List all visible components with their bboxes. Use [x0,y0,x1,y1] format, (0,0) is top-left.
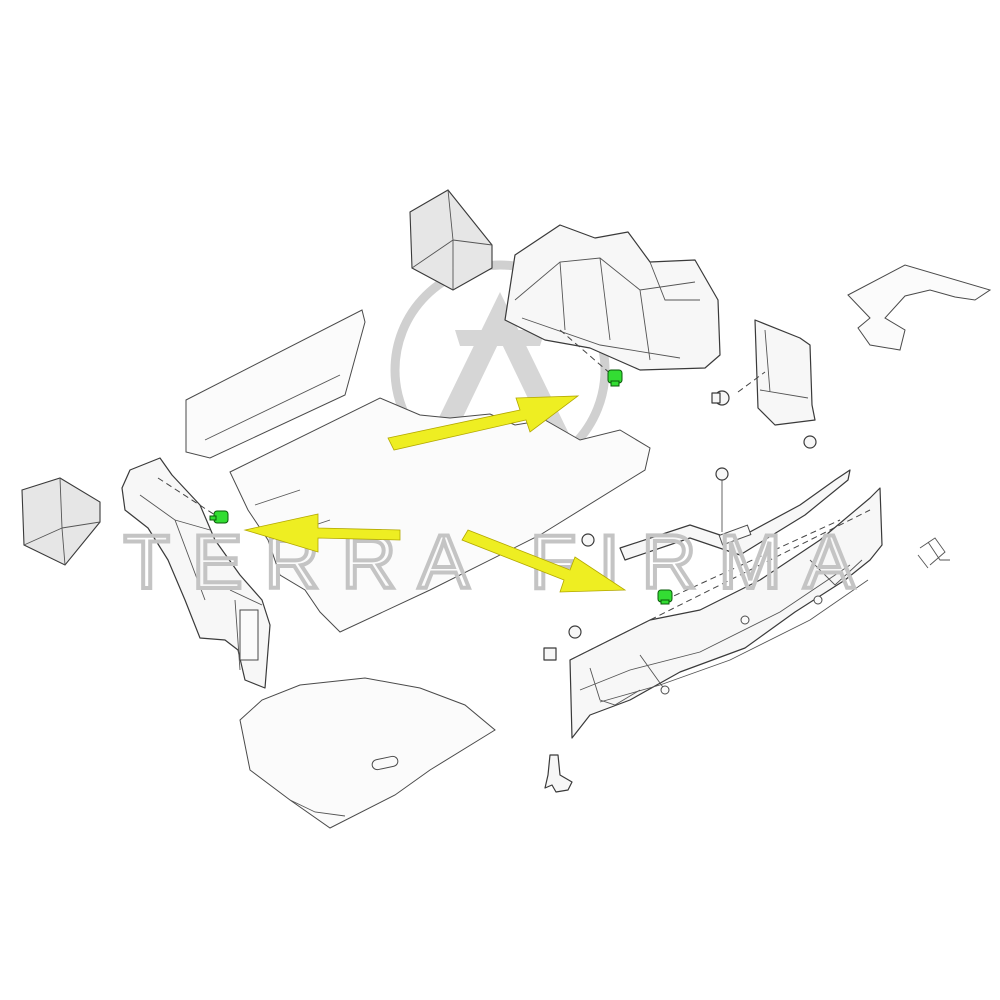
right-rear-corner-trim [754,319,816,426]
spring-clip [917,537,950,569]
highlighted-clip-left [209,510,229,524]
arrow-to-rear-clip [461,529,627,593]
watermark-text: TERRA FIRMA [124,520,877,605]
highlighted-clip-upper [607,369,623,387]
push-rivet [543,625,582,661]
rear-mounting-bracket [619,467,851,561]
rear-trunk-finisher-panel [569,487,883,739]
upper-foam-spacer-block [409,189,493,291]
upper-left-side-board [185,309,366,459]
right-side-trunk-trim-panel [504,224,721,371]
trim-clip [581,435,817,547]
highlighted-clip-rear [657,589,673,605]
left-foam-spacer-block [21,477,101,566]
arrow-to-upper-clip [387,395,580,451]
arrow-to-left-clip [243,513,401,553]
striker-hook [544,754,573,793]
rear-trunk-carpet-floor [229,397,651,633]
spare-tire-cover-board [239,677,496,829]
left-side-trunk-trim-panel [121,457,271,689]
push-rivet [711,390,730,406]
right-floor-insulator [847,264,992,351]
